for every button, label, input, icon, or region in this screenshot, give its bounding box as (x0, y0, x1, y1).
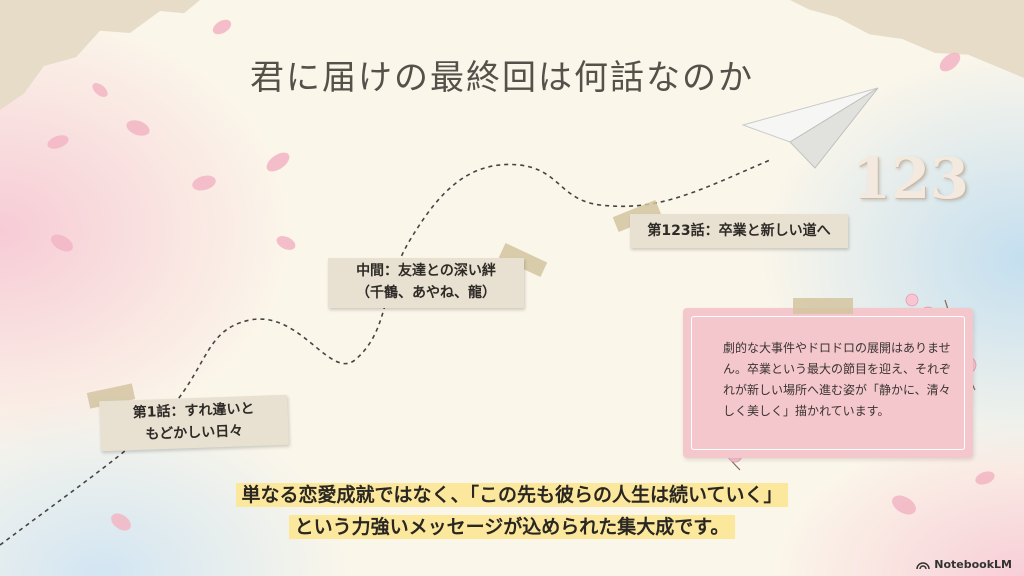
milestone-tag-episode-1: 第1話：すれ違いと もどかしい日々 (99, 394, 289, 452)
milestone-label: 第123話：卒業と新しい道へ (647, 223, 831, 239)
milestone-label: 中間：友達との深い絆 （千鶴、あやね、龍） (356, 263, 496, 301)
milestone-tag-episode-123: 第123話：卒業と新しい道へ (630, 214, 848, 248)
milestone-label: 第1話：すれ違いと もどかしい日々 (132, 400, 255, 443)
message-text-2: という力強いメッセージが込められた集大成です。 (288, 515, 736, 539)
notebooklm-logo-icon (916, 561, 930, 569)
summary-note: 劇的な大事件やドロドロの展開はありません。卒業という最大の節目を迎え、それぞれが… (683, 298, 973, 458)
note-border (691, 316, 965, 450)
petals (47, 19, 995, 531)
message-text-1: 単なる恋愛成就ではなく、「この先も彼らの人生は続いていく」 (235, 483, 789, 507)
brand-name: NotebookLM (934, 558, 1012, 571)
paper-airplane-icon (741, 87, 879, 169)
message-line-2: という力強いメッセージが込められた集大成です。 (0, 512, 1024, 542)
brand-watermark: NotebookLM (916, 558, 1012, 571)
message-line-1: 単なる恋愛成就ではなく、「この先も彼らの人生は続いていく」 (0, 480, 1024, 510)
note-text: 劇的な大事件やドロドロの展開はありません。卒業という最大の節目を迎え、それぞれが… (723, 341, 952, 418)
milestone-tag-middle: 中間：友達との深い絆 （千鶴、あやね、龍） (328, 258, 524, 308)
slide-title: 君に届けの最終回は何話なのか (250, 58, 754, 98)
tape (793, 298, 853, 314)
episode-number: 123 (852, 146, 969, 212)
